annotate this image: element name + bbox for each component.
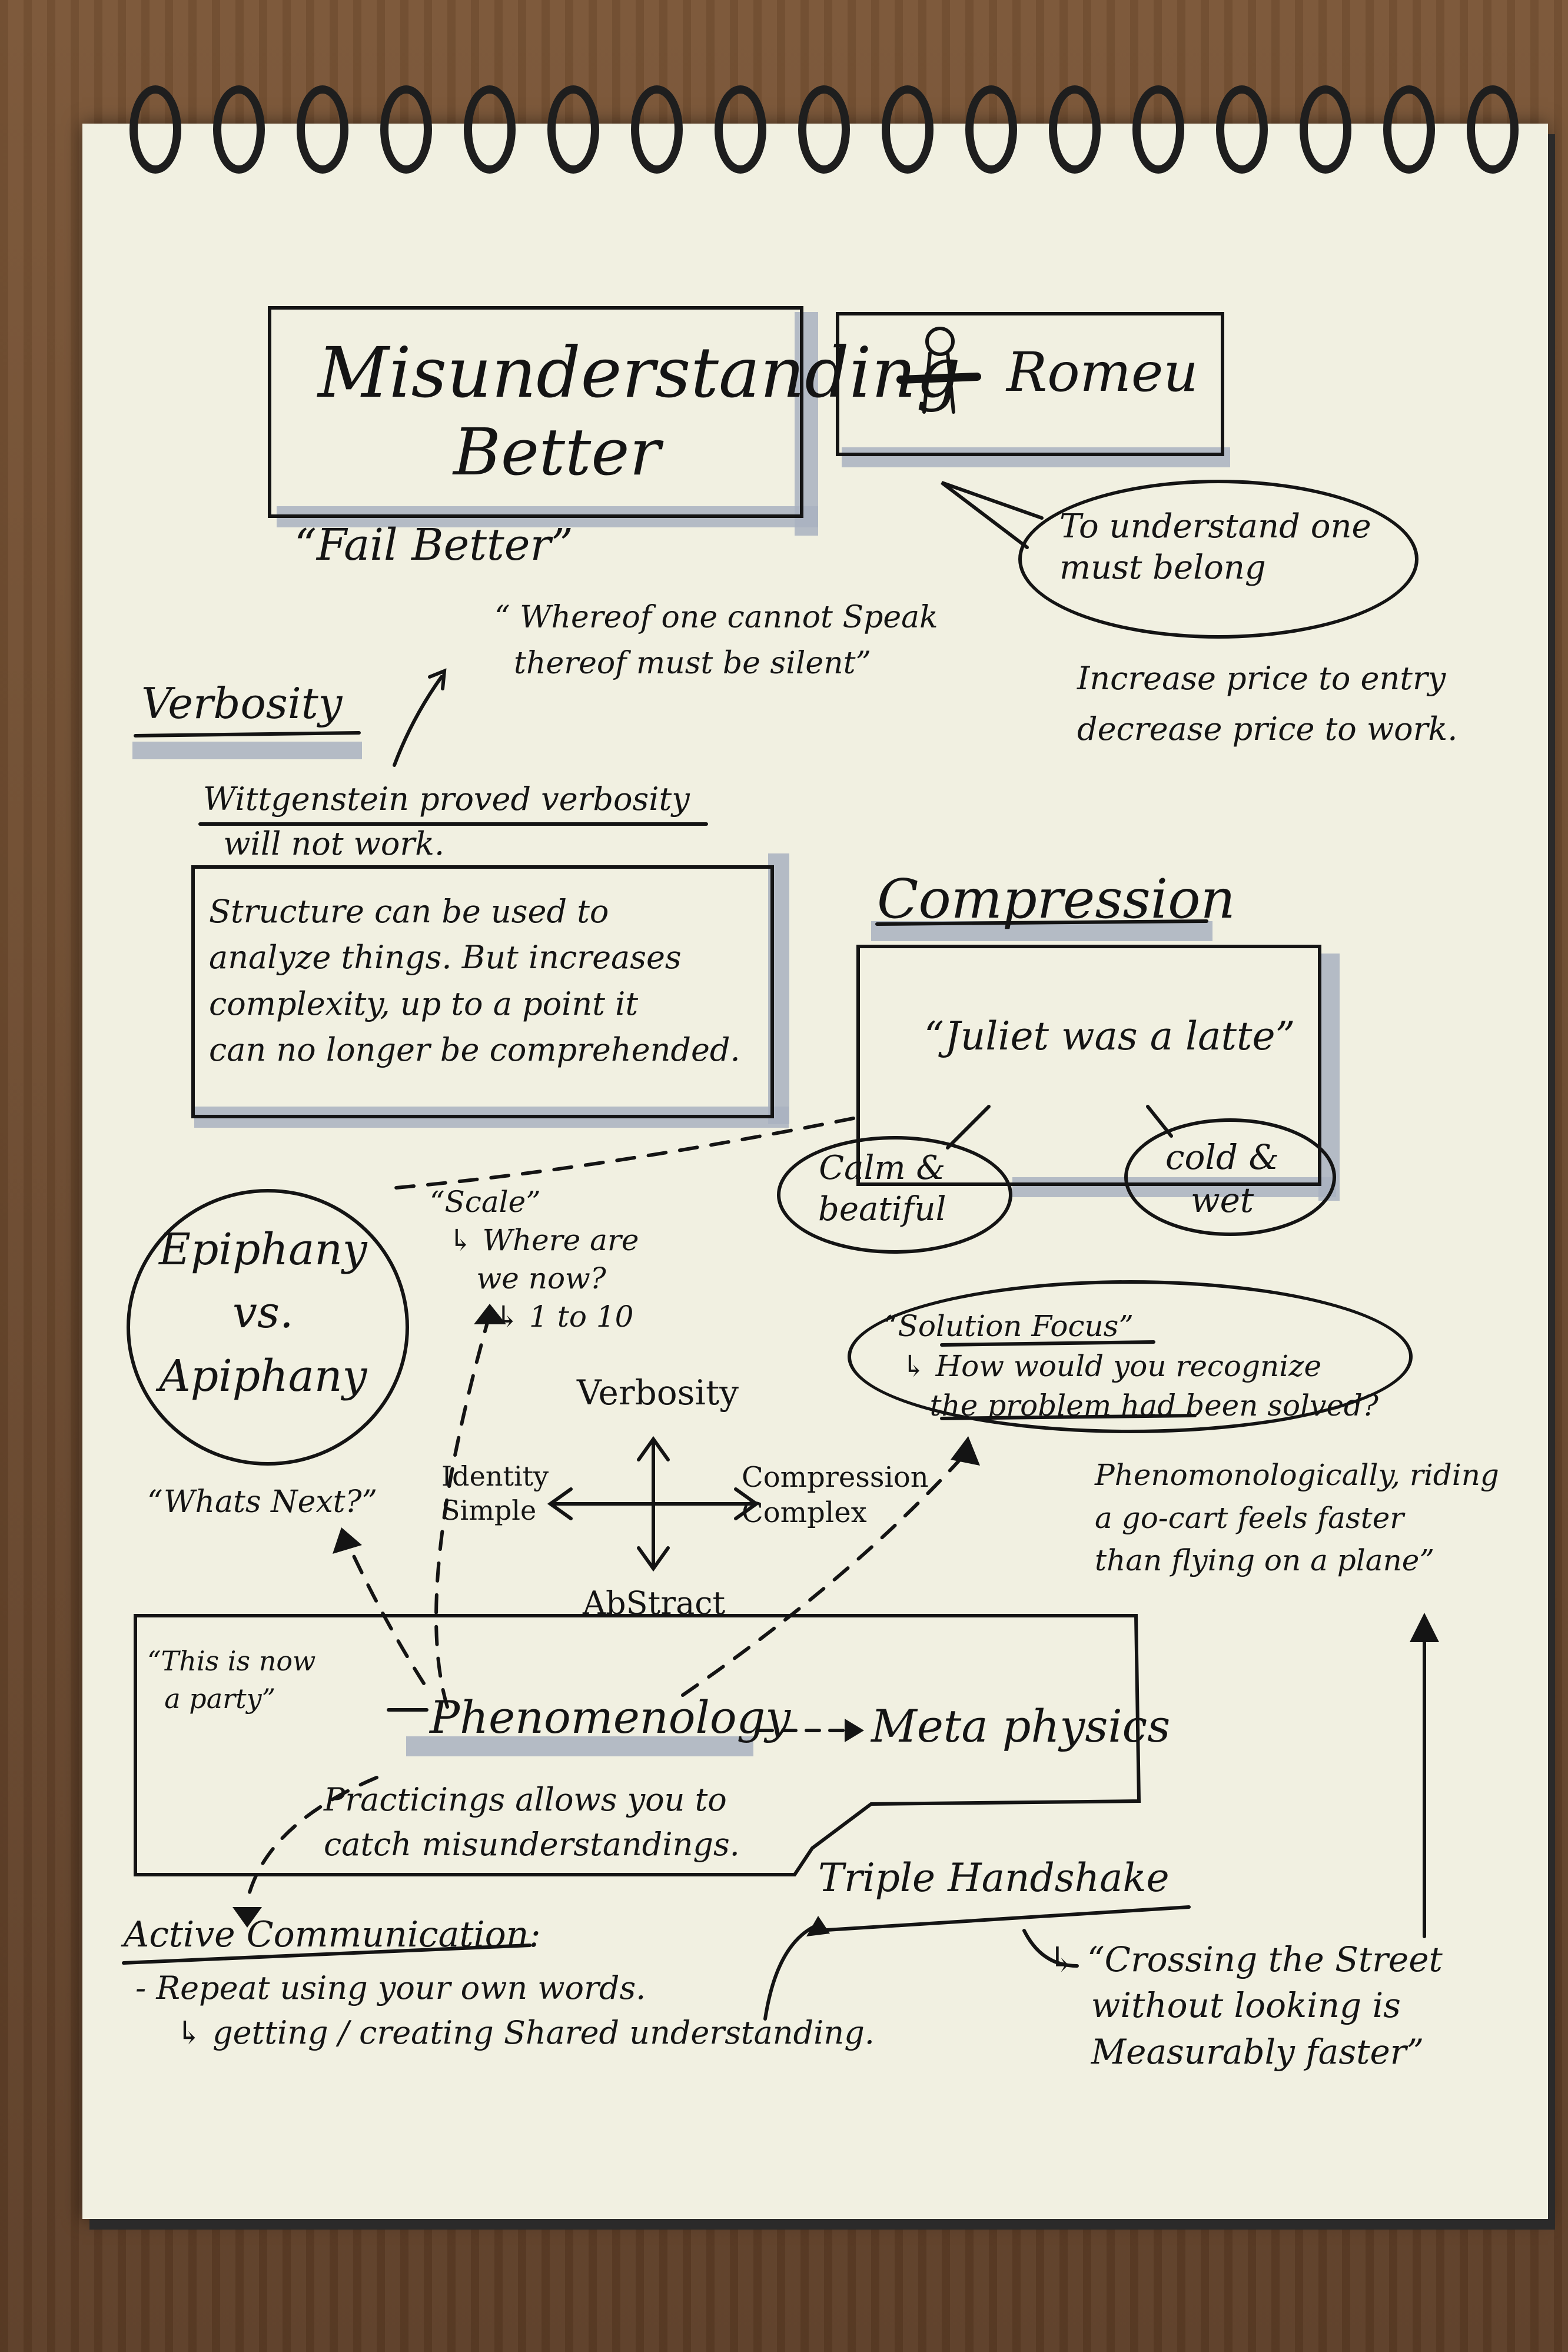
- whats-next: “Whats Next?”: [147, 1484, 378, 1520]
- solution-bubble: [848, 1280, 1413, 1433]
- party-note: “This is now a party”: [147, 1645, 316, 1715]
- epiphany-label: Epiphany vs. Apiphany: [159, 1224, 367, 1401]
- price-note: Increase price to entry decrease price t…: [1077, 660, 1458, 748]
- active-communication-heading: Active Communication:: [124, 1914, 541, 1955]
- calm-bubble: [777, 1136, 1012, 1254]
- spiral-ring: [1300, 85, 1351, 174]
- romeo-box-shadow: [842, 447, 1230, 467]
- axis-left-label: Identity Simple: [441, 1460, 549, 1526]
- phenomenology-highlight: [406, 1736, 753, 1756]
- wittgenstein-quote: “ Whereof one cannot Speak thereof must …: [494, 600, 938, 681]
- juliet-quote: “Juliet was a latte”: [924, 1014, 1295, 1059]
- cold-bubble: [1124, 1118, 1336, 1236]
- title-box: [268, 306, 803, 518]
- verbosity-underline: [132, 742, 362, 759]
- title-line2: Better: [453, 414, 661, 490]
- triple-handshake-heading: Triple Handshake: [818, 1855, 1170, 1901]
- go-cart-note: Phenomonologically, riding a go-cart fee…: [1095, 1458, 1499, 1577]
- fail-better: “Fail Better”: [294, 520, 573, 570]
- repeat-note: - Repeat using your own words. ↳ getting…: [135, 1969, 875, 2051]
- cold-label: cold & wet: [1165, 1137, 1280, 1220]
- solution-note: “Solution Focus” ↳ How would you recogni…: [883, 1309, 1378, 1423]
- metaphysics-label: Meta physics: [871, 1700, 1171, 1752]
- axis-top-label: Verbosity: [577, 1373, 739, 1413]
- axis-bottom-label: AbStract: [583, 1584, 726, 1622]
- structure-note: Structure can be used to analyze things.…: [209, 893, 740, 1068]
- axis-right-label: Compression Complex: [742, 1461, 929, 1529]
- practicing-note: Practicings allows you to catch misunder…: [324, 1781, 740, 1863]
- scale-note: “Scale” ↳ Where are we now? ↳ 1 to 10: [430, 1185, 639, 1334]
- romeo-box: [836, 312, 1224, 456]
- romeo-label: Romeu: [1006, 341, 1198, 404]
- compression-heading: Compression: [877, 868, 1235, 931]
- romeo-speech-bubble: [1018, 480, 1418, 639]
- phenomenology-label: Phenomenology: [430, 1691, 791, 1743]
- title-box-shadow: [795, 312, 818, 536]
- crossing-note: ↳ “Crossing the Street without looking i…: [1048, 1939, 1443, 2072]
- title-line1: Misunderstanding: [318, 332, 961, 413]
- calm-label: Calm & beatiful: [818, 1149, 946, 1228]
- epiphany-circle: [127, 1189, 409, 1466]
- wittgenstein-note: Wittgenstein proved verbosity will not w…: [203, 780, 690, 862]
- latte-box: [856, 945, 1321, 1186]
- romeo-quote: To understand one must belong: [1059, 507, 1371, 587]
- verbosity-heading: Verbosity: [141, 679, 343, 728]
- structure-box: [191, 865, 774, 1118]
